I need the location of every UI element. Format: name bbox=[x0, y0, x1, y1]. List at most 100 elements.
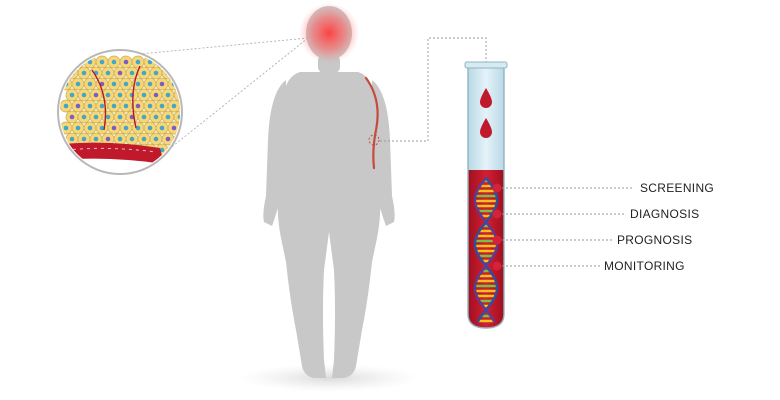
application-markers bbox=[492, 183, 634, 271]
cell-nucleus bbox=[129, 70, 135, 76]
cell-nucleus bbox=[87, 125, 93, 131]
dna-strand bbox=[473, 177, 499, 323]
tumor-cell bbox=[173, 66, 180, 80]
cell-nucleus bbox=[93, 92, 99, 98]
cell-nucleus bbox=[63, 125, 69, 131]
diagnosis-marker bbox=[492, 209, 502, 219]
prognosis-label: PROGNOSIS bbox=[617, 233, 693, 247]
cell-nucleus bbox=[159, 81, 165, 87]
cell-nucleus bbox=[117, 136, 123, 142]
cell-nucleus bbox=[141, 136, 147, 142]
cell-nucleus bbox=[159, 59, 165, 65]
zoom-lines bbox=[139, 37, 309, 151]
cell-nucleus bbox=[153, 92, 159, 98]
tumor-cell bbox=[60, 55, 73, 69]
cell-nucleus bbox=[141, 114, 147, 120]
cell-nucleus bbox=[153, 136, 159, 142]
cell-nucleus bbox=[63, 59, 69, 65]
cell-nucleus bbox=[69, 114, 75, 120]
cell-nucleus bbox=[135, 125, 141, 131]
floor-shadow bbox=[240, 364, 420, 392]
cell-nucleus bbox=[171, 125, 177, 131]
blood-draw-site bbox=[368, 134, 380, 146]
cell-nucleus bbox=[63, 103, 69, 109]
cell-nucleus bbox=[123, 125, 129, 131]
cell-nucleus bbox=[171, 59, 177, 65]
capillary bbox=[91, 69, 107, 131]
cell-nucleus bbox=[99, 59, 105, 65]
monitoring-marker bbox=[492, 261, 502, 271]
cell-nucleus bbox=[147, 125, 153, 131]
cell-nucleus bbox=[141, 70, 147, 76]
cell-nucleus bbox=[87, 103, 93, 109]
screening-marker bbox=[492, 183, 502, 193]
cell-nucleus bbox=[147, 81, 153, 87]
cell-nucleus bbox=[81, 136, 87, 142]
cell-nucleus bbox=[81, 92, 87, 98]
cell-nucleus bbox=[81, 70, 87, 76]
cell-nucleus bbox=[75, 81, 81, 87]
cell-nucleus bbox=[135, 81, 141, 87]
cell-nucleus bbox=[105, 114, 111, 120]
cell-nucleus bbox=[147, 103, 153, 109]
cell-nucleus bbox=[153, 114, 159, 120]
tumor-magnification-circle bbox=[57, 49, 183, 175]
arm-to-tube-connector bbox=[380, 37, 487, 142]
cell-nucleus bbox=[117, 70, 123, 76]
cell-nucleus bbox=[165, 114, 171, 120]
cell-nucleus bbox=[75, 103, 81, 109]
cell-nucleus bbox=[165, 92, 171, 98]
cell-nucleus bbox=[165, 136, 171, 142]
cell-nucleus bbox=[129, 136, 135, 142]
cell-nucleus bbox=[93, 114, 99, 120]
cell-nucleus bbox=[171, 103, 177, 109]
cell-nucleus bbox=[123, 103, 129, 109]
cell-nucleus bbox=[159, 103, 165, 109]
dna-helix bbox=[473, 177, 499, 323]
cell-nucleus bbox=[159, 147, 165, 153]
monitoring-label: MONITORING bbox=[604, 259, 685, 273]
prognosis-marker bbox=[492, 235, 502, 245]
cell-nucleus bbox=[141, 92, 147, 98]
cell-nucleus bbox=[69, 92, 75, 98]
cell-nucleus bbox=[123, 59, 129, 65]
screening-label: SCREENING bbox=[640, 181, 715, 195]
tumor-glow bbox=[299, 3, 359, 63]
cell-nucleus bbox=[111, 81, 117, 87]
cell-nucleus bbox=[147, 59, 153, 65]
cell-nucleus bbox=[99, 125, 105, 131]
cell-nucleus bbox=[105, 136, 111, 142]
diagnosis-label: DIAGNOSIS bbox=[630, 207, 700, 221]
blood-vessel bbox=[60, 142, 164, 164]
blood-drop-icon bbox=[480, 118, 492, 138]
cell-nucleus bbox=[87, 81, 93, 87]
tumor-cell bbox=[173, 110, 180, 124]
cell-nucleus bbox=[99, 103, 105, 109]
cell-nucleus bbox=[105, 70, 111, 76]
cell-nucleus bbox=[171, 147, 177, 153]
cell-nucleus bbox=[153, 70, 159, 76]
cell-nucleus bbox=[135, 59, 141, 65]
cell-nucleus bbox=[81, 114, 87, 120]
cell-nucleus bbox=[75, 59, 81, 65]
cell-nucleus bbox=[111, 59, 117, 65]
arm-vein bbox=[364, 76, 379, 170]
cell-nucleus bbox=[123, 81, 129, 87]
cell-nucleus bbox=[135, 103, 141, 109]
cell-nucleus bbox=[111, 125, 117, 131]
cell-nucleus bbox=[117, 114, 123, 120]
cell-nucleus bbox=[63, 147, 69, 153]
cell-nucleus bbox=[105, 92, 111, 98]
blood-drop-icon bbox=[480, 88, 492, 108]
cell-nucleus bbox=[93, 136, 99, 142]
cell-nucleus bbox=[69, 136, 75, 142]
dna-strand bbox=[473, 177, 499, 323]
cell-nucleus bbox=[87, 59, 93, 65]
cell-nucleus bbox=[111, 103, 117, 109]
blood-test-tube bbox=[464, 61, 508, 329]
cell-nucleus bbox=[177, 70, 180, 76]
tumor-cell bbox=[167, 55, 180, 69]
cell-nucleus bbox=[117, 92, 123, 98]
cell-nucleus bbox=[75, 125, 81, 131]
